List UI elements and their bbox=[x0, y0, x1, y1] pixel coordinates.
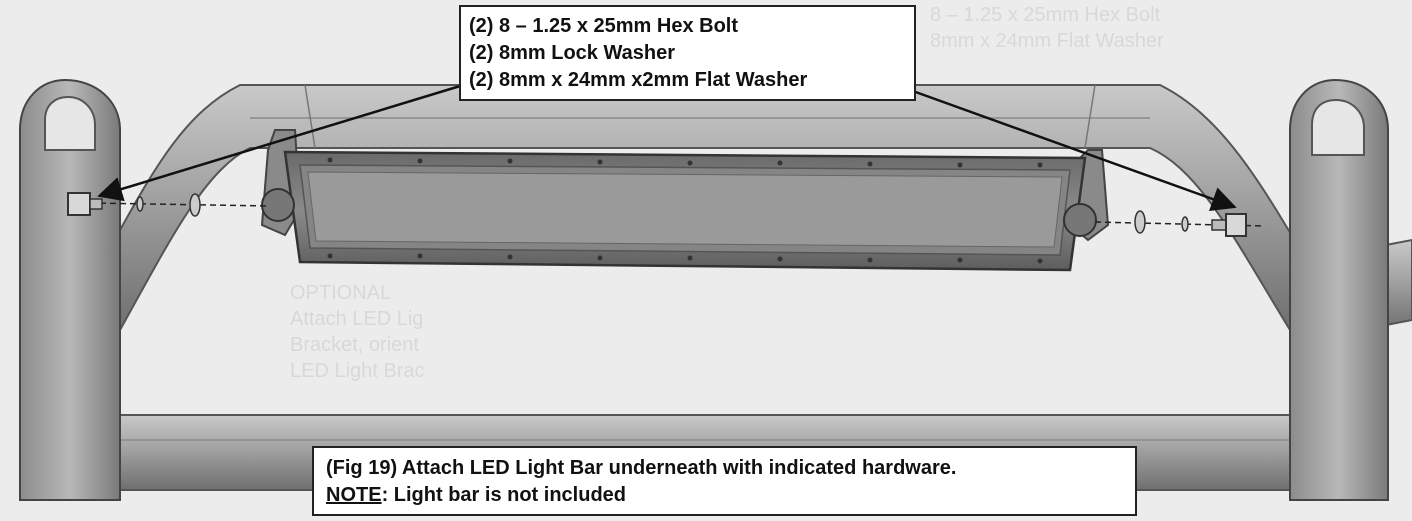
leader-arrow-left bbox=[97, 81, 471, 202]
left-hardware-stack bbox=[67, 192, 271, 217]
bleed-through-text-right: 8 – 1.25 x 25mm Hex Bolt 8mm x 24mm Flat… bbox=[930, 2, 1164, 54]
right-upright-post bbox=[1289, 78, 1389, 501]
figure-caption-text: (Fig 19) Attach LED Light Bar underneath… bbox=[326, 457, 957, 479]
hardware-callout: (2) 8 – 1.25 x 25mm Hex Bolt (2) 8mm Loc… bbox=[459, 5, 916, 101]
note-line: NOTE: Light bar is not included bbox=[326, 482, 1123, 509]
bleed-line: OPTIONAL bbox=[290, 282, 392, 304]
bleed-line: 8mm x 24mm Flat Washer bbox=[930, 30, 1164, 52]
bleed-line: Bracket, orient bbox=[290, 334, 419, 356]
leader-arrow-right bbox=[909, 88, 1237, 211]
hardware-line-hex-bolt: (2) 8 – 1.25 x 25mm Hex Bolt bbox=[469, 15, 739, 37]
right-pivot-knob bbox=[1063, 203, 1097, 237]
left-pivot-knob bbox=[261, 188, 295, 222]
figure-caption: (Fig 19) Attach LED Light Bar underneath… bbox=[312, 446, 1137, 516]
bleed-line: Attach LED Lig bbox=[290, 308, 424, 330]
hardware-line-lock-washer: (2) 8mm Lock Washer bbox=[469, 42, 675, 64]
bleed-line: 8 – 1.25 x 25mm Hex Bolt bbox=[930, 4, 1161, 26]
note-text: : Light bar is not included bbox=[381, 484, 626, 506]
led-light-bar bbox=[283, 150, 1087, 272]
bleed-through-text-side: OPTIONAL Attach LED Lig Bracket, orient … bbox=[290, 280, 425, 384]
left-upright-post bbox=[19, 78, 121, 501]
note-label: NOTE bbox=[326, 484, 382, 506]
bleed-line: LED Light Brac bbox=[290, 360, 425, 382]
right-hardware-stack bbox=[1094, 210, 1266, 237]
light-bar-screws bbox=[327, 157, 1043, 264]
hardware-line-flat-washer: (2) 8mm x 24mm x2mm Flat Washer bbox=[469, 69, 808, 91]
